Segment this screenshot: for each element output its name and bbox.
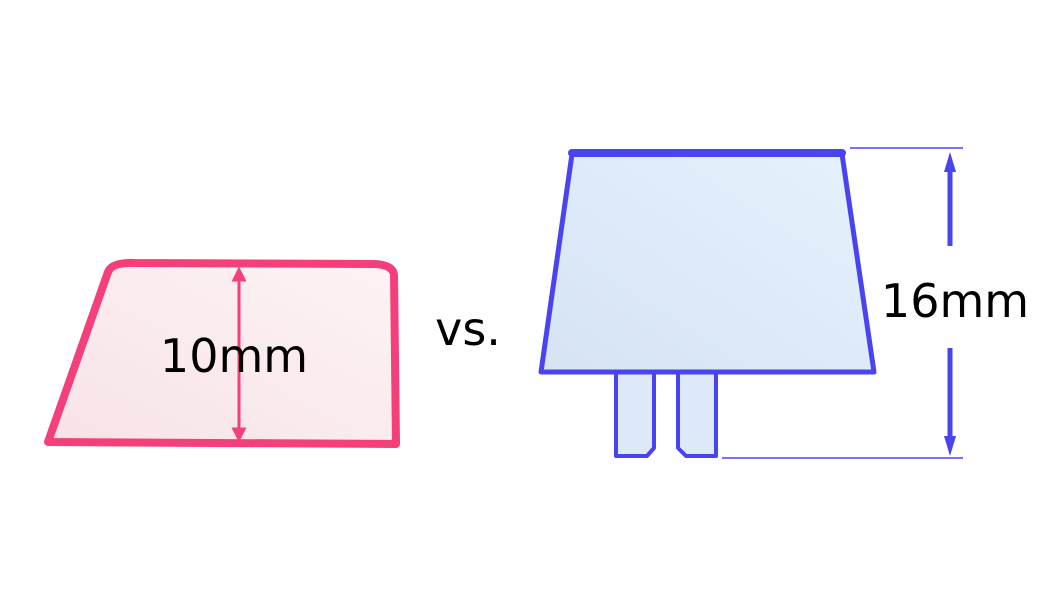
low-profile-height-label: 10mm xyxy=(160,329,308,383)
keycap-stem-left xyxy=(614,374,656,458)
standard-keycap-outline xyxy=(538,151,877,375)
low-profile-keycap: 10mm xyxy=(44,258,400,448)
keycap-stem-right xyxy=(676,374,718,458)
standard-keycap xyxy=(538,149,877,458)
dimension-arrowhead-up-icon xyxy=(944,152,956,172)
standard-height-label: 16mm xyxy=(881,274,1029,328)
dimension-arrowhead-down-icon xyxy=(944,436,956,456)
standard-height-dimension: 16mm xyxy=(722,147,1029,459)
versus-label: vs. xyxy=(435,302,501,356)
low-profile-keycap-outline xyxy=(44,258,400,448)
